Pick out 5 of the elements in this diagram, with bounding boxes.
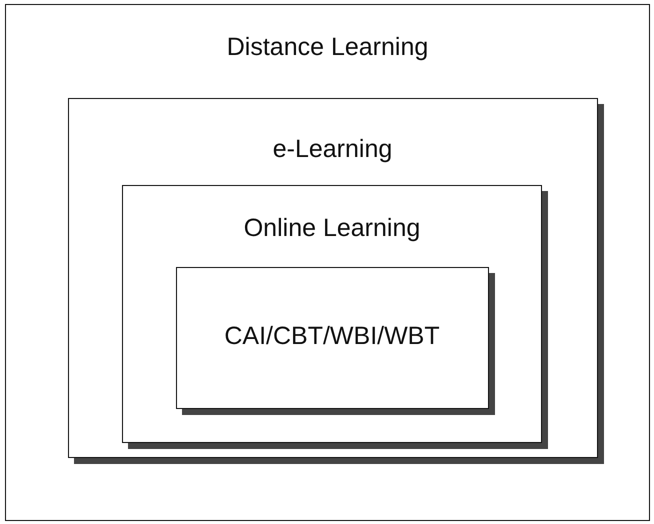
- box-title: Distance Learning: [226, 33, 430, 62]
- box-title: CAI/CBT/WBI/WBT: [223, 322, 441, 350]
- box-title: e-Learning: [272, 134, 394, 164]
- outer-box: [5, 4, 650, 521]
- box-title: Online Learning: [242, 214, 422, 243]
